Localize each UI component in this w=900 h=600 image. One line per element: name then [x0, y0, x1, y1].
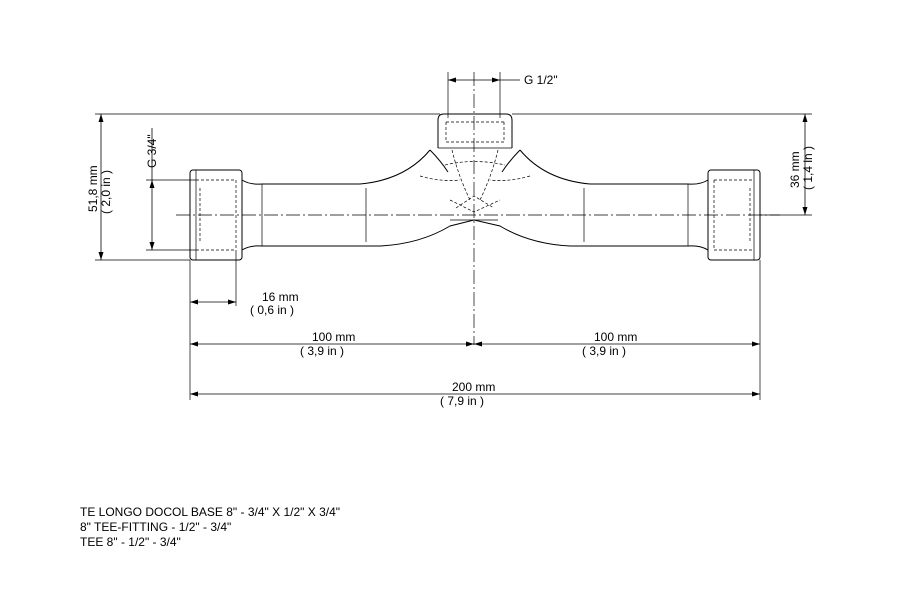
half-right-mm-label: 100 mm: [594, 330, 637, 344]
dim-thread-top: G 1/2": [447, 72, 558, 118]
half-left-mm-label: 100 mm: [312, 330, 355, 344]
half-left-in-label: ( 3,9 in ): [300, 344, 344, 358]
dim-thread-side: G 3/4": [145, 128, 196, 251]
dim-halves: 100 mm ( 3,9 in ) 100 mm ( 3,9 in ): [190, 260, 761, 400]
total-in-label: ( 7,9 in ): [440, 394, 484, 408]
half-right-in-label: ( 3,9 in ): [582, 344, 626, 358]
thread-len-in-label: ( 0,6 in ): [250, 303, 294, 317]
thread-side-label: G 3/4": [145, 134, 159, 168]
right-height-mm-label: 36 mm: [788, 151, 802, 188]
dim-total: 200 mm ( 7,9 in ): [190, 380, 760, 408]
total-mm-label: 200 mm: [452, 380, 495, 394]
right-height-in-label: ( 1,4 in ): [801, 146, 815, 190]
title-line-1: TE LONGO DOCOL BASE 8" - 3/4" X 1/2" X 3…: [80, 505, 341, 519]
title-block: TE LONGO DOCOL BASE 8" - 3/4" X 1/2" X 3…: [80, 505, 340, 550]
dim-height-right: 36 mm ( 1,4 in ): [512, 113, 815, 216]
title-line-2: 8" TEE-FITTING - 1/2" - 3/4": [80, 520, 232, 534]
center-lines: [176, 72, 780, 345]
dim-thread-length: 16 mm ( 0,6 in ): [189, 250, 299, 400]
height-mm-label: 51,8 mm: [86, 165, 100, 212]
height-in-label: ( 2,0 in ): [99, 170, 113, 214]
tee-fitting-outline: [189, 113, 761, 261]
title-line-3: TEE 8" - 1/2" - 3/4": [80, 535, 181, 549]
dim-height-left: 51,8 mm ( 2,0 in ): [86, 113, 440, 261]
thread-len-mm-label: 16 mm: [262, 290, 299, 304]
thread-top-label: G 1/2": [524, 73, 558, 87]
